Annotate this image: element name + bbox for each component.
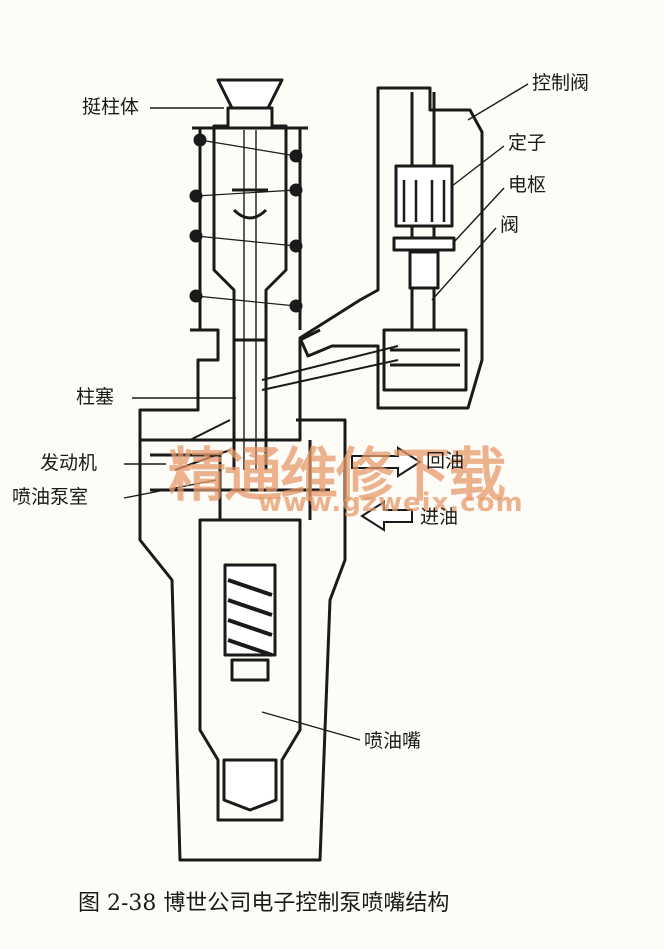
label-pump-chamber: 喷油泵室 [12, 486, 89, 508]
armature-disc [392, 236, 456, 252]
label-engine: 发动机 [40, 452, 98, 474]
housing-outer [138, 418, 347, 862]
tappet-cap [216, 78, 284, 110]
label-armature: 电枢 [508, 174, 547, 196]
spring-right [289, 149, 303, 313]
watermark-url: www.gzweix.com [258, 488, 524, 518]
label-plunger: 柱塞 [76, 386, 115, 408]
tappet-body [212, 106, 288, 342]
stator-block [394, 164, 454, 228]
label-inlet-oil: 进油 [420, 506, 459, 528]
inlet-arrow [360, 500, 413, 532]
nozzle-body [198, 518, 302, 822]
label-stator: 定子 [508, 132, 547, 154]
nozzle-tip [222, 758, 278, 812]
watermark-title: 精通维修下载 [168, 441, 506, 509]
label-control-valve: 控制阀 [532, 72, 590, 94]
label-nozzle: 喷油嘴 [364, 730, 422, 752]
label-return-oil: 回油 [426, 450, 465, 472]
housing-upper [138, 328, 321, 442]
spring-left [189, 133, 207, 303]
plunger-shaft [232, 340, 268, 470]
label-valve: 阀 [500, 214, 520, 236]
control-valve-body [298, 86, 484, 410]
figure-caption: 图 2-38 博世公司电子控制泵喷嘴结构 [78, 891, 450, 916]
return-arrow [351, 446, 422, 478]
label-plunger-body: 挺柱体 [82, 96, 140, 118]
